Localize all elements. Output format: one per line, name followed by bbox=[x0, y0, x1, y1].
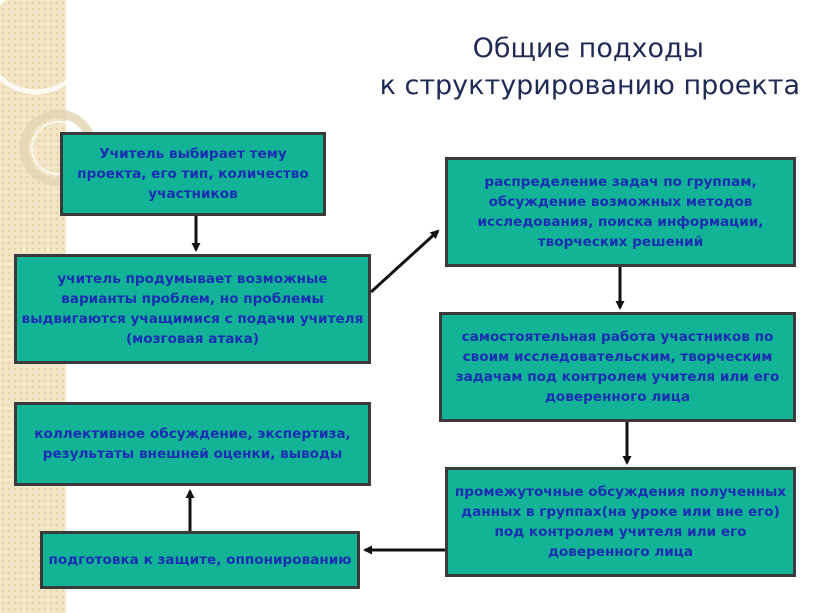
box-teacher-chooses-topic: Учитель выбирает тему проекта, его тип, … bbox=[60, 132, 326, 216]
box-defense-preparation: подготовка к защите, оппонированию bbox=[40, 531, 360, 589]
box-defense-preparation-text: подготовка к защите, оппонированию bbox=[48, 552, 352, 568]
box-teacher-problems: учитель продумывает возможные варианты п… bbox=[14, 254, 371, 364]
title-line-2: к структурированию проекта bbox=[379, 70, 800, 101]
box-intermediate-discussion-text: промежуточные обсуждения полученных данн… bbox=[454, 484, 787, 560]
box-intermediate-discussion: промежуточные обсуждения полученных данн… bbox=[445, 467, 796, 577]
box-task-distribution-text: распределение задач по группам, обсужден… bbox=[477, 174, 764, 250]
box-independent-work-text: самостоятельная работа участников по сво… bbox=[455, 329, 780, 405]
page-title: Общие подходы к структурированию проекта bbox=[300, 30, 800, 104]
box-teacher-chooses-topic-text: Учитель выбирает тему проекта, его тип, … bbox=[77, 146, 309, 202]
box-task-distribution: распределение задач по группам, обсужден… bbox=[445, 157, 796, 267]
title-line-1: Общие подходы bbox=[472, 33, 704, 64]
arrow-problems-to-distribution bbox=[369, 229, 440, 294]
box-teacher-problems-text: учитель продумывает возможные варианты п… bbox=[21, 271, 364, 347]
box-independent-work: самостоятельная работа участников по сво… bbox=[439, 312, 796, 422]
box-collective-discussion: коллективное обсуждение, экспертиза, рез… bbox=[14, 402, 371, 486]
box-collective-discussion-text: коллективное обсуждение, экспертиза, рез… bbox=[34, 426, 351, 462]
